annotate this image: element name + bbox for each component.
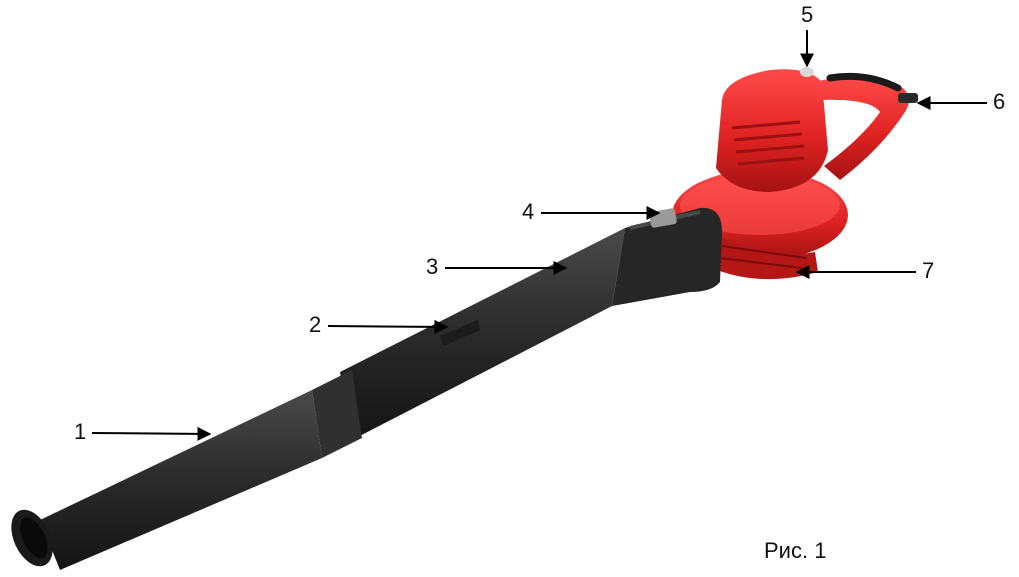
blower-tube [3, 208, 722, 573]
callout-label-1: 1 [74, 421, 86, 443]
callout-arrow-1 [92, 433, 210, 434]
callout-label-7: 7 [922, 260, 934, 282]
callout-label-4: 4 [522, 201, 534, 223]
callout-label-3: 3 [426, 256, 438, 278]
figure-caption: Рис. 1 [764, 538, 826, 564]
callout-label-5: 5 [801, 4, 813, 26]
callout-label-2: 2 [309, 314, 321, 336]
callout-arrow-2 [328, 326, 447, 327]
callout-label-6: 6 [993, 91, 1005, 113]
